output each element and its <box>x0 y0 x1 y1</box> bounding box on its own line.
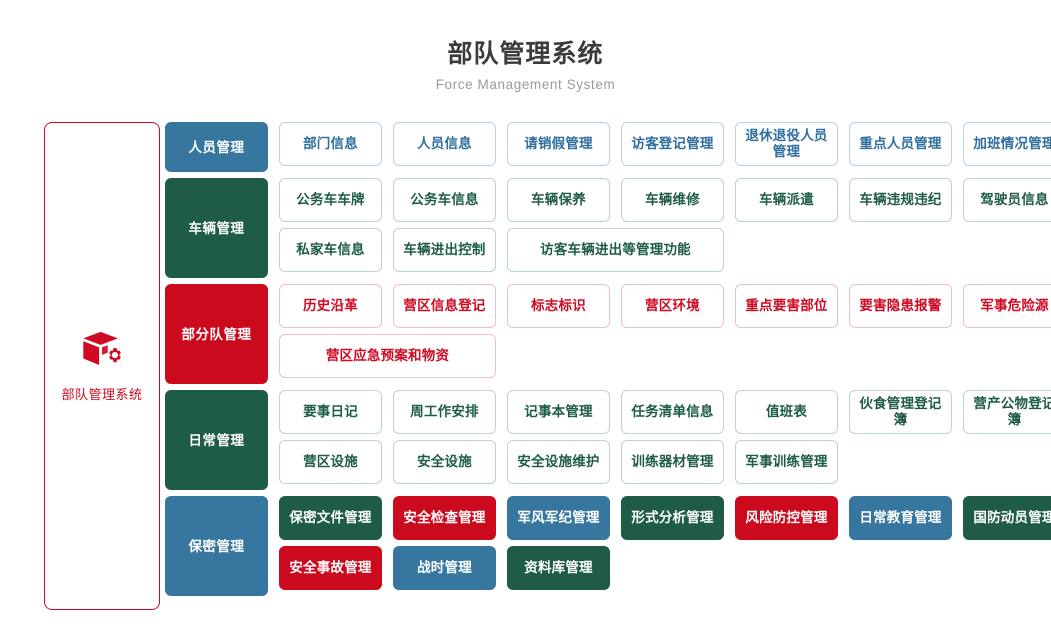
menu-item[interactable]: 安全检查管理 <box>393 496 496 540</box>
menu-item[interactable]: 请销假管理 <box>507 122 610 166</box>
menu-item[interactable]: 要事日记 <box>279 390 382 434</box>
menu-item[interactable]: 标志标识 <box>507 284 610 328</box>
menu-item[interactable]: 车辆进出控制 <box>393 228 496 272</box>
menu-item[interactable]: 保密文件管理 <box>279 496 382 540</box>
menu-item[interactable]: 日常教育管理 <box>849 496 952 540</box>
menu-item[interactable]: 驾驶员信息 <box>963 178 1051 222</box>
menu-item[interactable]: 国防动员管理 <box>963 496 1051 540</box>
menu-item[interactable]: 营区设施 <box>279 440 382 484</box>
category-row: 部分队管理历史沿革营区信息登记标志标识营区环境重点要害部位要害隐患报警军事危险源… <box>165 284 1051 384</box>
sidebar-label: 部队管理系统 <box>61 387 143 402</box>
category-row: 人员管理部门信息人员信息请销假管理访客登记管理退休退役人员管理重点人员管理加班情… <box>165 122 1051 172</box>
menu-item[interactable]: 周工作安排 <box>393 390 496 434</box>
menu-item[interactable]: 重点人员管理 <box>849 122 952 166</box>
menu-item[interactable]: 军事危险源 <box>963 284 1051 328</box>
menu-item[interactable]: 人员信息 <box>393 122 496 166</box>
page-header: 部队管理系统 Force Management System <box>0 0 1051 92</box>
menu-item[interactable]: 车辆违规违纪 <box>849 178 952 222</box>
menu-item[interactable]: 加班情况管理 <box>963 122 1051 166</box>
page-title: 部队管理系统 <box>447 40 604 68</box>
menu-item[interactable]: 访客登记管理 <box>621 122 724 166</box>
category-row: 车辆管理公务车车牌公务车信息车辆保养车辆维修车辆派遣车辆违规违纪驾驶员信息私家车… <box>165 178 1051 278</box>
category-label-1[interactable]: 人员管理 <box>165 122 268 172</box>
menu-item[interactable]: 访客车辆进出等管理功能 <box>507 228 724 272</box>
menu-item[interactable]: 军风军纪管理 <box>507 496 610 540</box>
category-row: 日常管理要事日记周工作安排记事本管理任务清单信息值班表伙食管理登记簿营产公物登记… <box>165 390 1051 490</box>
menu-item[interactable]: 私家车信息 <box>279 228 382 272</box>
menu-item[interactable]: 伙食管理登记簿 <box>849 390 952 434</box>
category-label-4[interactable]: 日常管理 <box>165 390 268 490</box>
menu-item[interactable]: 值班表 <box>735 390 838 434</box>
menu-item[interactable]: 任务清单信息 <box>621 390 724 434</box>
menu-item[interactable]: 车辆派遣 <box>735 178 838 222</box>
cube-gear-icon <box>83 331 121 365</box>
menu-item[interactable]: 训练器材管理 <box>621 440 724 484</box>
menu-item[interactable]: 资料库管理 <box>507 546 610 590</box>
category-row: 保密管理保密文件管理安全检查管理军风军纪管理形式分析管理风险防控管理日常教育管理… <box>165 496 1051 596</box>
category-label-3[interactable]: 部分队管理 <box>165 284 268 384</box>
menu-item[interactable]: 公务车信息 <box>393 178 496 222</box>
body-area: 部队管理系统 人员管理部门信息人员信息请销假管理访客登记管理退休退役人员管理重点… <box>0 122 1051 610</box>
menu-item[interactable]: 形式分析管理 <box>621 496 724 540</box>
page-subtitle: Force Management System <box>435 77 616 92</box>
menu-item[interactable]: 营产公物登记簿 <box>963 390 1051 434</box>
menu-item[interactable]: 车辆维修 <box>621 178 724 222</box>
sidebar-panel[interactable]: 部队管理系统 <box>44 122 160 610</box>
menu-item[interactable]: 重点要害部位 <box>735 284 838 328</box>
menu-item[interactable]: 营区应急预案和物资 <box>279 334 496 378</box>
menu-item[interactable]: 营区环境 <box>621 284 724 328</box>
category-label-2[interactable]: 车辆管理 <box>165 178 268 278</box>
menu-item[interactable]: 历史沿革 <box>279 284 382 328</box>
category-grid: 人员管理部门信息人员信息请销假管理访客登记管理退休退役人员管理重点人员管理加班情… <box>165 122 1051 602</box>
menu-item[interactable]: 风险防控管理 <box>735 496 838 540</box>
menu-item[interactable]: 部门信息 <box>279 122 382 166</box>
menu-item[interactable]: 安全设施 <box>393 440 496 484</box>
menu-item[interactable]: 记事本管理 <box>507 390 610 434</box>
menu-item[interactable]: 公务车车牌 <box>279 178 382 222</box>
menu-item[interactable]: 安全事故管理 <box>279 546 382 590</box>
menu-item[interactable]: 退休退役人员管理 <box>735 122 838 166</box>
menu-item[interactable]: 战时管理 <box>393 546 496 590</box>
menu-item[interactable]: 安全设施维护 <box>507 440 610 484</box>
menu-item[interactable]: 车辆保养 <box>507 178 610 222</box>
menu-item[interactable]: 要害隐患报警 <box>849 284 952 328</box>
menu-item[interactable]: 军事训练管理 <box>735 440 838 484</box>
menu-item[interactable]: 营区信息登记 <box>393 284 496 328</box>
category-label-5[interactable]: 保密管理 <box>165 496 268 596</box>
